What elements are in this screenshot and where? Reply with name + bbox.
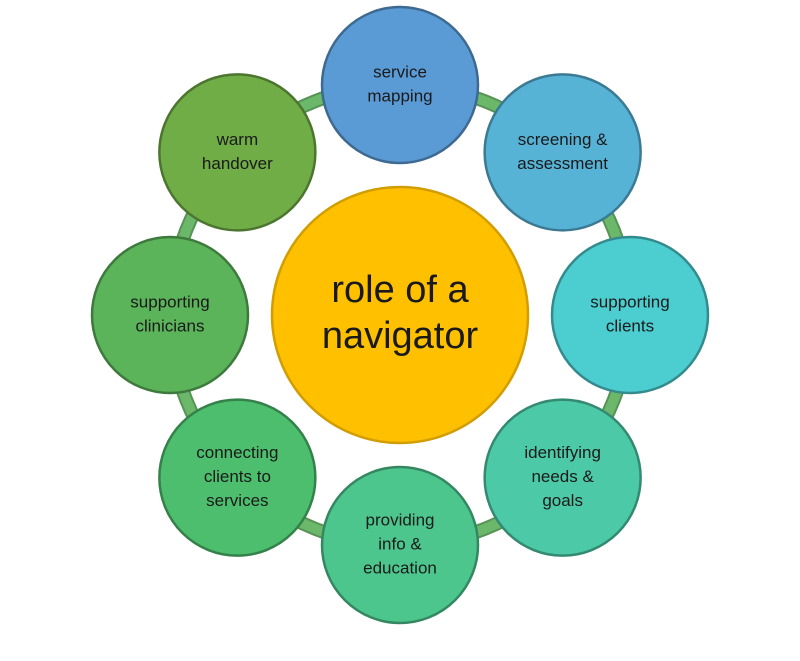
node-circle	[158, 398, 317, 557]
node-label-line: screening &	[518, 130, 608, 149]
node-label-line: info &	[378, 534, 422, 553]
node-connecting-clients-services: connecting clients to services	[158, 398, 317, 557]
center-circle	[270, 185, 530, 445]
node-label-line: handover	[202, 154, 273, 173]
node-label-line: clients	[606, 316, 654, 335]
node-label-line: clinicians	[136, 316, 205, 335]
node-label-line: supporting	[130, 292, 209, 311]
node-supporting-clinicians: supporting clinicians	[90, 235, 250, 395]
node-label-line: providing	[366, 510, 435, 529]
node-circle	[90, 235, 250, 395]
node-label-line: service	[373, 62, 427, 81]
node-circle	[158, 73, 317, 232]
node-circle	[483, 73, 642, 232]
node-label-line: education	[363, 558, 437, 577]
node-label-line: services	[206, 491, 268, 510]
node-providing-info-education: providing info & education	[320, 465, 480, 625]
node-supporting-clients: supporting clients	[550, 235, 710, 395]
node-circle	[550, 235, 710, 395]
node-label-line: connecting	[196, 443, 278, 462]
node-identifying-needs-goals: identifying needs & goals	[483, 398, 642, 557]
node-service-mapping: service mapping	[320, 5, 480, 165]
node-circle	[320, 5, 480, 165]
node-label-line: warm	[216, 130, 259, 149]
node-label-line: goals	[542, 491, 583, 510]
node-warm-handover: warm handover	[158, 73, 317, 232]
center-label-line: navigator	[322, 315, 479, 357]
node-label-line: supporting	[590, 292, 669, 311]
outer-nodes: service mapping screening & assessment suppo…	[90, 5, 710, 625]
node-circle	[483, 398, 642, 557]
node-label-line: mapping	[367, 86, 432, 105]
node-screening-assessment: screening & assessment	[483, 73, 642, 232]
node-label-line: needs &	[531, 467, 594, 486]
center-label-line: role of a	[331, 269, 469, 311]
node-circle	[320, 465, 480, 625]
node-label-line: clients to	[204, 467, 271, 486]
node-label-line: assessment	[517, 154, 608, 173]
node-label-line: identifying	[524, 443, 601, 462]
